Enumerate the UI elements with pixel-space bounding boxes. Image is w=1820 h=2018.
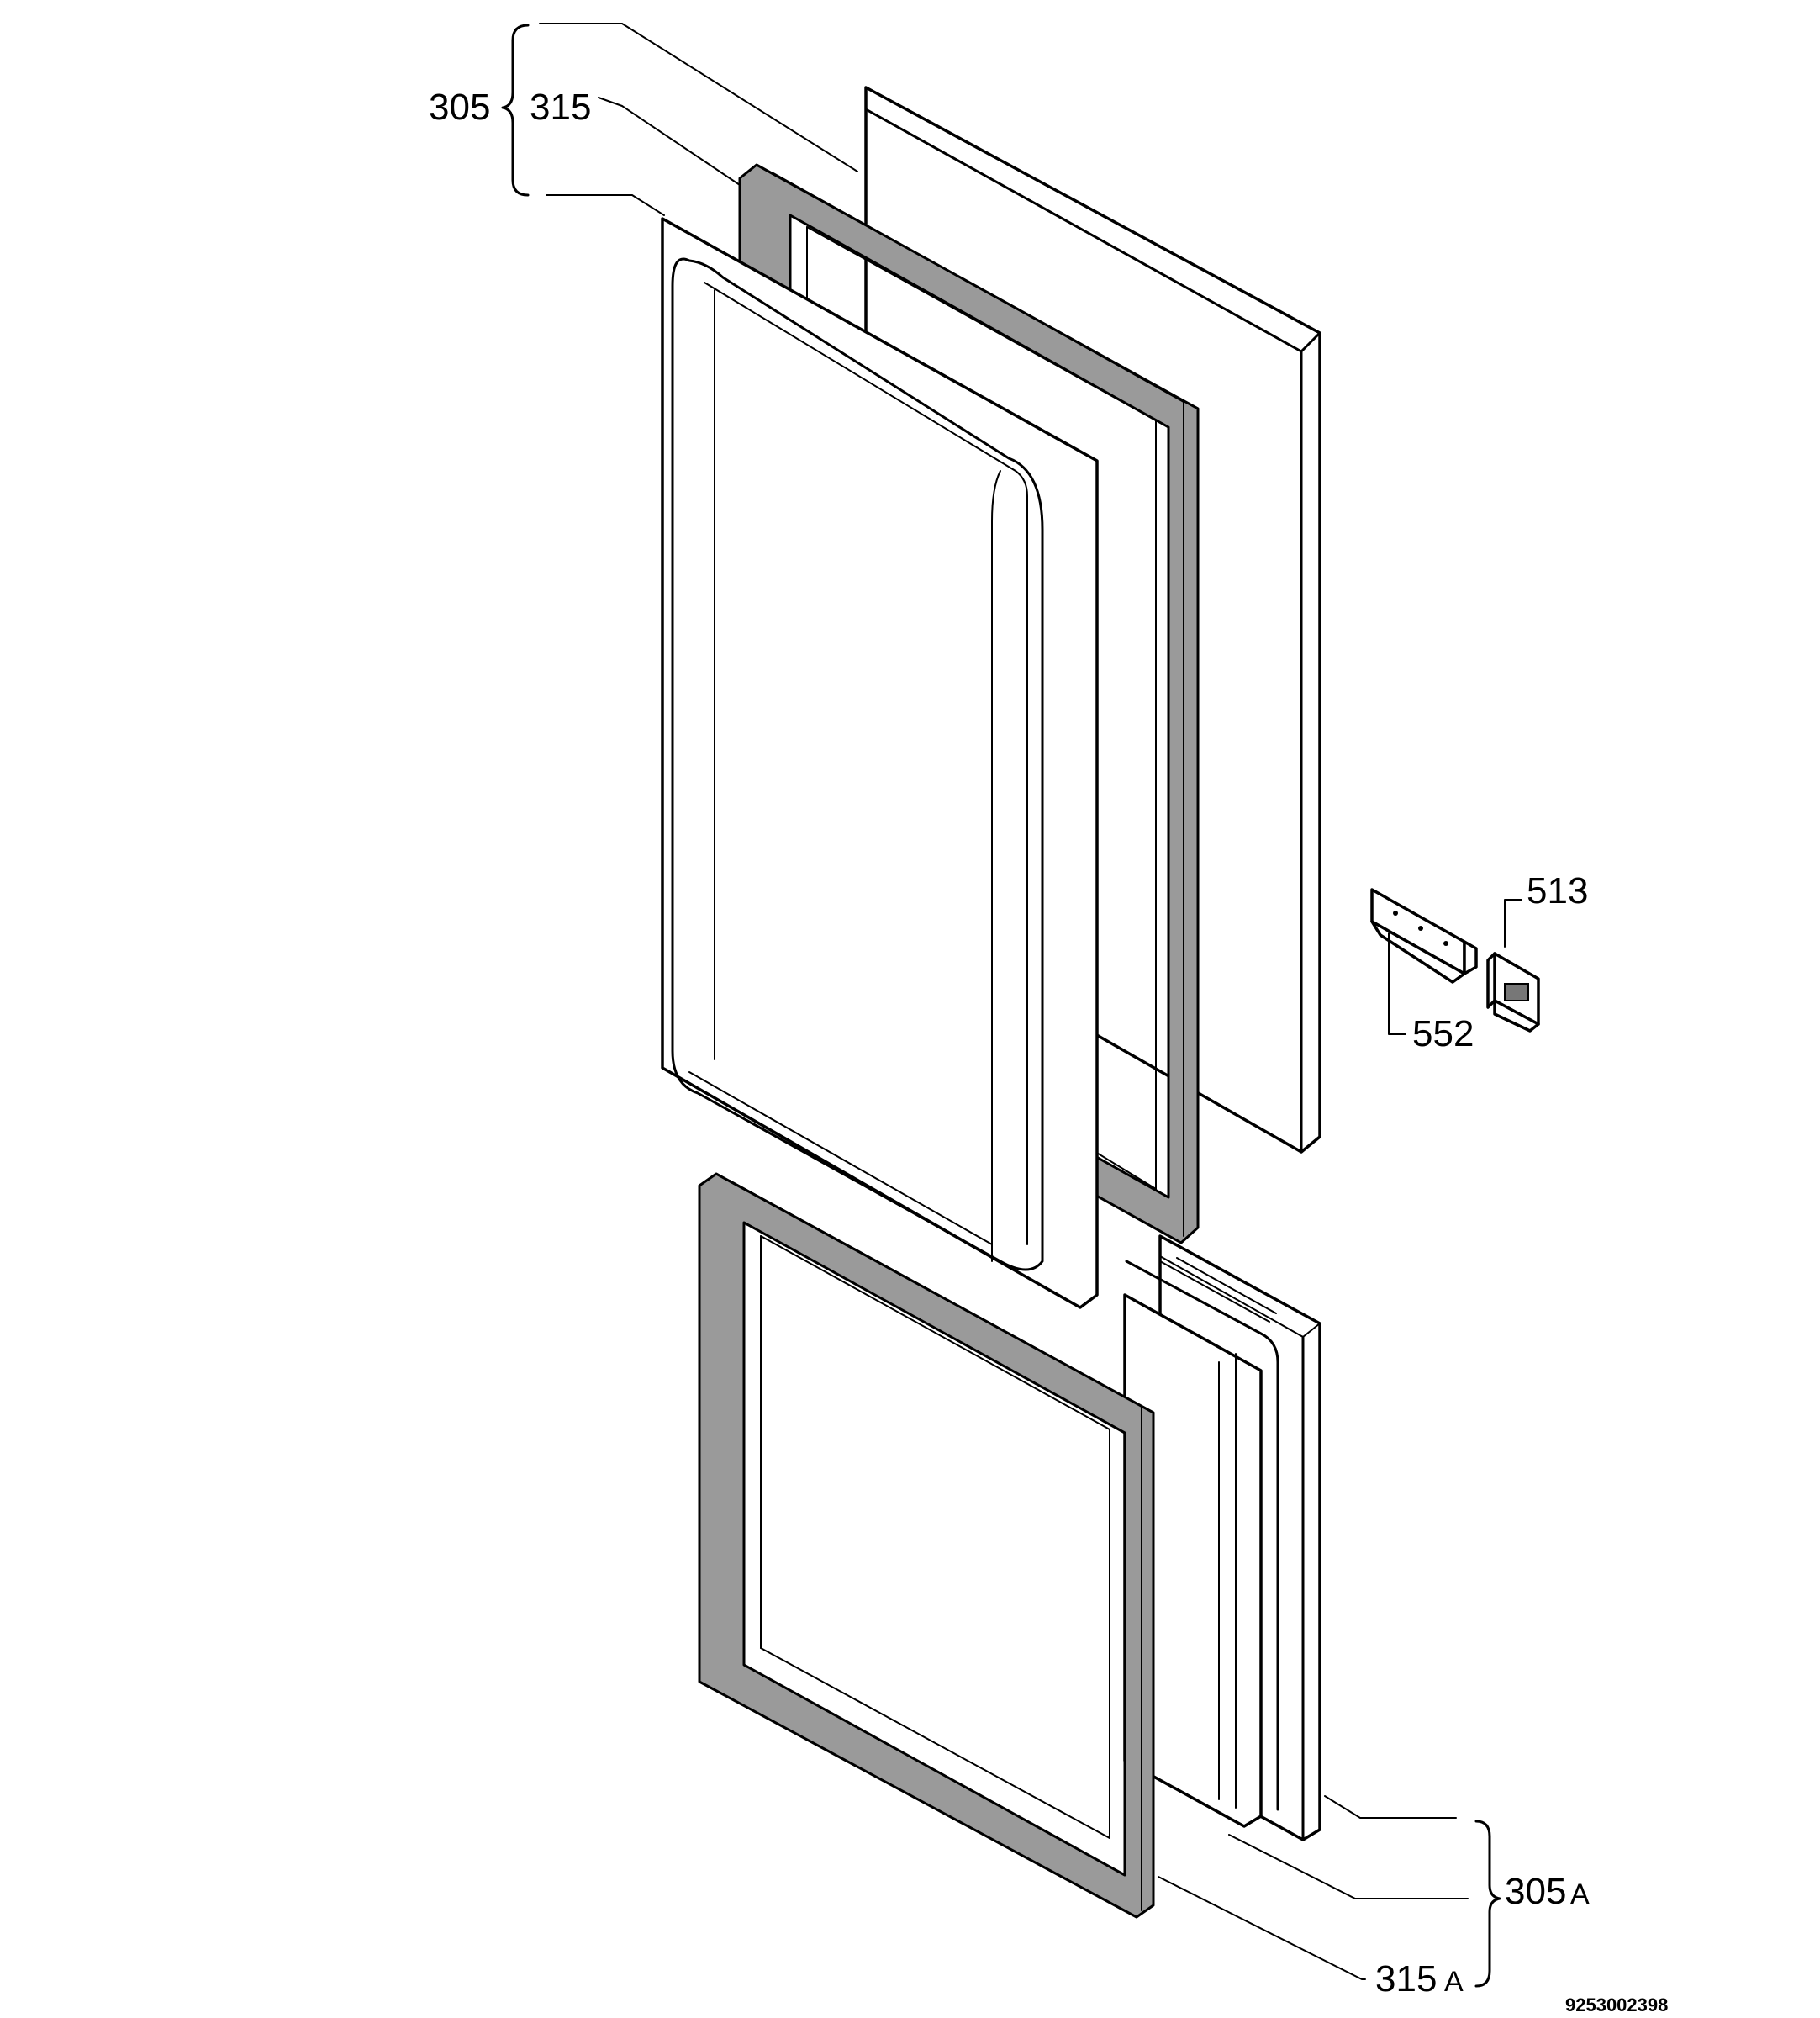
- label-lower-gasket-suffix: A: [1444, 1966, 1464, 1998]
- label-upper-gasket: 315: [530, 87, 591, 128]
- label-hinge-part-513: 513: [1527, 870, 1588, 911]
- hinge-clip-513: [1486, 899, 1540, 1033]
- label-upper-door-assembly: 305: [429, 87, 490, 128]
- lower-door-gasket: [698, 1172, 1155, 1919]
- label-lower-door-assembly: 305: [1505, 1871, 1566, 1912]
- label-lower-gasket: 315: [1375, 1958, 1437, 2000]
- label-lower-door-suffix: A: [1570, 1878, 1590, 1910]
- label-hinge-part-552: 552: [1412, 1013, 1474, 1054]
- upper-inner-door-liner: [661, 217, 1099, 1309]
- upper-assembly-bracket: [501, 23, 858, 216]
- drawing-number: 9253002398: [1565, 1994, 1668, 2015]
- hinge-plate-552: [1370, 888, 1478, 1035]
- lower-inner-door-liner: [1123, 1257, 1279, 1828]
- lower-assembly-bracket: [1158, 1795, 1501, 1988]
